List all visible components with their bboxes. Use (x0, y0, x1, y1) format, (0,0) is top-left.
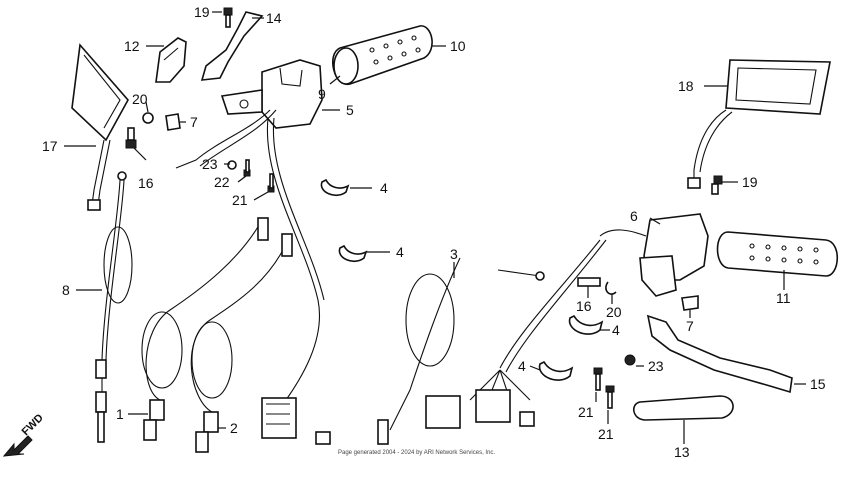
copyright-notice: Page generated 2004 - 2024 by ARI Networ… (338, 450, 495, 456)
callout-4-d: 4 (518, 358, 526, 374)
left-hardware (125, 112, 275, 193)
callout-9: 9 (318, 86, 326, 102)
callout-17: 17 (42, 138, 58, 154)
callout-21-low: 21 (598, 426, 614, 442)
callout-23-right: 23 (648, 358, 664, 374)
fwd-label: FWD (20, 412, 46, 438)
callout-8: 8 (62, 282, 70, 298)
callout-7-right: 7 (686, 318, 694, 334)
callout-15: 15 (810, 376, 826, 392)
left-wire-harness (261, 117, 331, 445)
cable-clamps (320, 178, 604, 381)
right-harness (377, 239, 607, 445)
callout-22: 22 (214, 174, 230, 190)
callout-2: 2 (230, 420, 238, 436)
right-mirror (687, 59, 831, 189)
left-switch-housing (175, 59, 323, 169)
callout-14: 14 (266, 10, 282, 26)
callout-7-left: 7 (190, 114, 198, 130)
throttle-cables (141, 217, 293, 453)
callout-4-c: 4 (612, 322, 620, 338)
callout-20-left: 20 (132, 91, 148, 107)
callout-4-a: 4 (380, 180, 388, 196)
left-mirror (71, 43, 129, 211)
callout-4-b: 4 (396, 244, 404, 260)
callout-20-right: 20 (606, 304, 622, 320)
callout-labels: 19 14 12 10 9 20 5 7 17 16 23 22 21 4 4 … (42, 4, 826, 460)
callout-21-mid: 21 (578, 404, 594, 420)
bolt-19-right (711, 175, 723, 195)
callout-23-left: 23 (202, 156, 218, 172)
callout-10: 10 (450, 38, 466, 54)
callout-13: 13 (674, 444, 690, 460)
clutch-cable-8 (95, 171, 133, 443)
callout-11: 11 (776, 290, 791, 306)
callout-5: 5 (346, 102, 354, 118)
callout-16-right: 16 (576, 298, 592, 314)
callout-21-left: 21 (232, 192, 248, 208)
callout-18: 18 (678, 78, 694, 94)
right-hardware (577, 277, 699, 311)
callout-1: 1 (116, 406, 124, 422)
fwd-arrow: FWD (2, 412, 46, 457)
callout-3: 3 (450, 246, 458, 262)
lever-bracket-12 (155, 37, 187, 83)
right-switch-housing (599, 213, 709, 297)
callout-12: 12 (124, 38, 140, 54)
callout-19-right: 19 (742, 174, 758, 190)
callout-6: 6 (630, 208, 638, 224)
bolt-19-top (223, 7, 233, 28)
callout-16-left: 16 (138, 175, 154, 191)
brake-lever-15 (646, 314, 793, 394)
leader-lines (64, 11, 806, 444)
right-grip (716, 231, 838, 277)
right-screws (593, 354, 636, 409)
left-grip (332, 25, 433, 85)
callout-19-top: 19 (194, 4, 210, 20)
lever-cover-13 (633, 395, 734, 421)
clutch-lever-14 (200, 11, 264, 81)
